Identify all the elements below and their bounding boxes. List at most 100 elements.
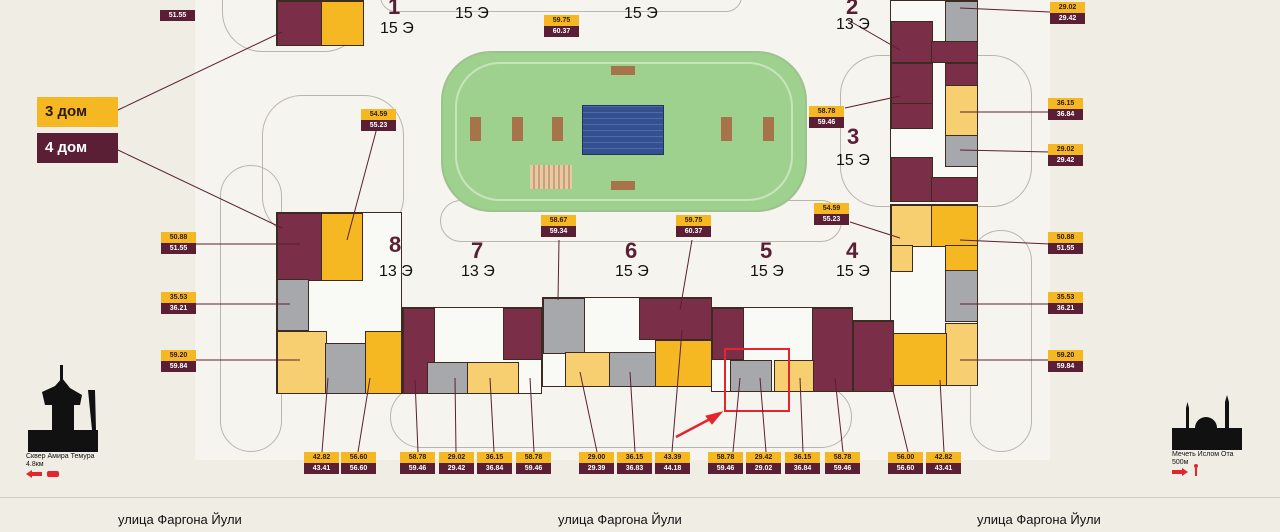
area-total: 42.82 bbox=[926, 452, 961, 463]
area-with-balcony: 29.42 bbox=[1048, 155, 1083, 166]
street-name: улица Фаргона Йули bbox=[558, 512, 682, 527]
bench bbox=[721, 117, 732, 141]
area-total: 59.20 bbox=[161, 350, 196, 361]
apartment bbox=[891, 103, 933, 129]
area-with-balcony: 59.34 bbox=[541, 226, 576, 237]
apartment bbox=[321, 213, 363, 281]
area-with-balcony: 59.46 bbox=[400, 463, 435, 474]
area-total: 58.78 bbox=[809, 106, 844, 117]
area-with-balcony: 36.21 bbox=[1048, 303, 1083, 314]
top-class-label: 15 Э bbox=[455, 5, 489, 22]
apartment bbox=[467, 362, 519, 394]
area-with-balcony: 59.46 bbox=[809, 117, 844, 128]
area-total: 59.20 bbox=[1048, 350, 1083, 361]
area-with-balcony: 43.41 bbox=[926, 463, 961, 474]
area-with-balcony: 56.60 bbox=[888, 463, 923, 474]
area-tag[interactable]: 51.55 bbox=[160, 10, 195, 21]
area-total: 58.78 bbox=[708, 452, 743, 463]
area-total: 29.02 bbox=[439, 452, 474, 463]
area-with-balcony: 29.39 bbox=[579, 463, 614, 474]
area-total: 58.78 bbox=[825, 452, 860, 463]
apartment bbox=[891, 21, 933, 63]
area-with-balcony: 56.60 bbox=[341, 463, 376, 474]
section-class-4: 15 Э bbox=[836, 263, 870, 280]
area-with-balcony: 36.84 bbox=[785, 463, 820, 474]
area-total: 58.78 bbox=[516, 452, 551, 463]
apartment bbox=[277, 331, 327, 394]
selected-apartment-highlight[interactable] bbox=[724, 348, 790, 412]
area-total: 50.88 bbox=[1048, 232, 1083, 243]
section-class-3: 15 Э bbox=[836, 152, 870, 169]
section-class-1: 15 Э bbox=[380, 20, 414, 37]
area-with-balcony: 55.23 bbox=[814, 214, 849, 225]
legend-house-4: 4 дом bbox=[37, 133, 118, 163]
section-number-3: 3 bbox=[847, 124, 860, 149]
area-total: 29.00 bbox=[579, 452, 614, 463]
area-total: 36.15 bbox=[617, 452, 652, 463]
area-with-balcony: 36.21 bbox=[161, 303, 196, 314]
area-with-balcony: 29.42 bbox=[1050, 13, 1085, 24]
apartment bbox=[543, 298, 585, 354]
apartment bbox=[945, 270, 978, 322]
area-with-balcony: 29.42 bbox=[439, 463, 474, 474]
area-total: 29.42 bbox=[746, 452, 781, 463]
area-total: 43.39 bbox=[655, 452, 690, 463]
apartment bbox=[853, 321, 894, 392]
apartment bbox=[655, 340, 712, 387]
area-with-balcony: 36.83 bbox=[617, 463, 652, 474]
apartment bbox=[503, 308, 542, 360]
apartment bbox=[931, 41, 978, 63]
area-total: 29.02 bbox=[1048, 144, 1083, 155]
building-section-6 bbox=[542, 297, 712, 387]
area-total: 58.78 bbox=[400, 452, 435, 463]
area-total: 29.02 bbox=[1050, 2, 1085, 13]
street-name: улица Фаргона Йули bbox=[118, 512, 242, 527]
top-class-label: 15 Э bbox=[624, 5, 658, 22]
section-number-5: 5 bbox=[760, 238, 773, 263]
apartment bbox=[427, 362, 469, 394]
area-with-balcony: 29.02 bbox=[746, 463, 781, 474]
landmark-left-distance: 4.8км bbox=[26, 461, 44, 468]
area-with-balcony: 44.18 bbox=[655, 463, 690, 474]
apartment bbox=[321, 1, 364, 46]
area-with-balcony: 36.84 bbox=[477, 463, 512, 474]
building-section-7 bbox=[402, 307, 542, 394]
area-with-balcony: 36.84 bbox=[1048, 109, 1083, 120]
area-total: 50.88 bbox=[161, 232, 196, 243]
